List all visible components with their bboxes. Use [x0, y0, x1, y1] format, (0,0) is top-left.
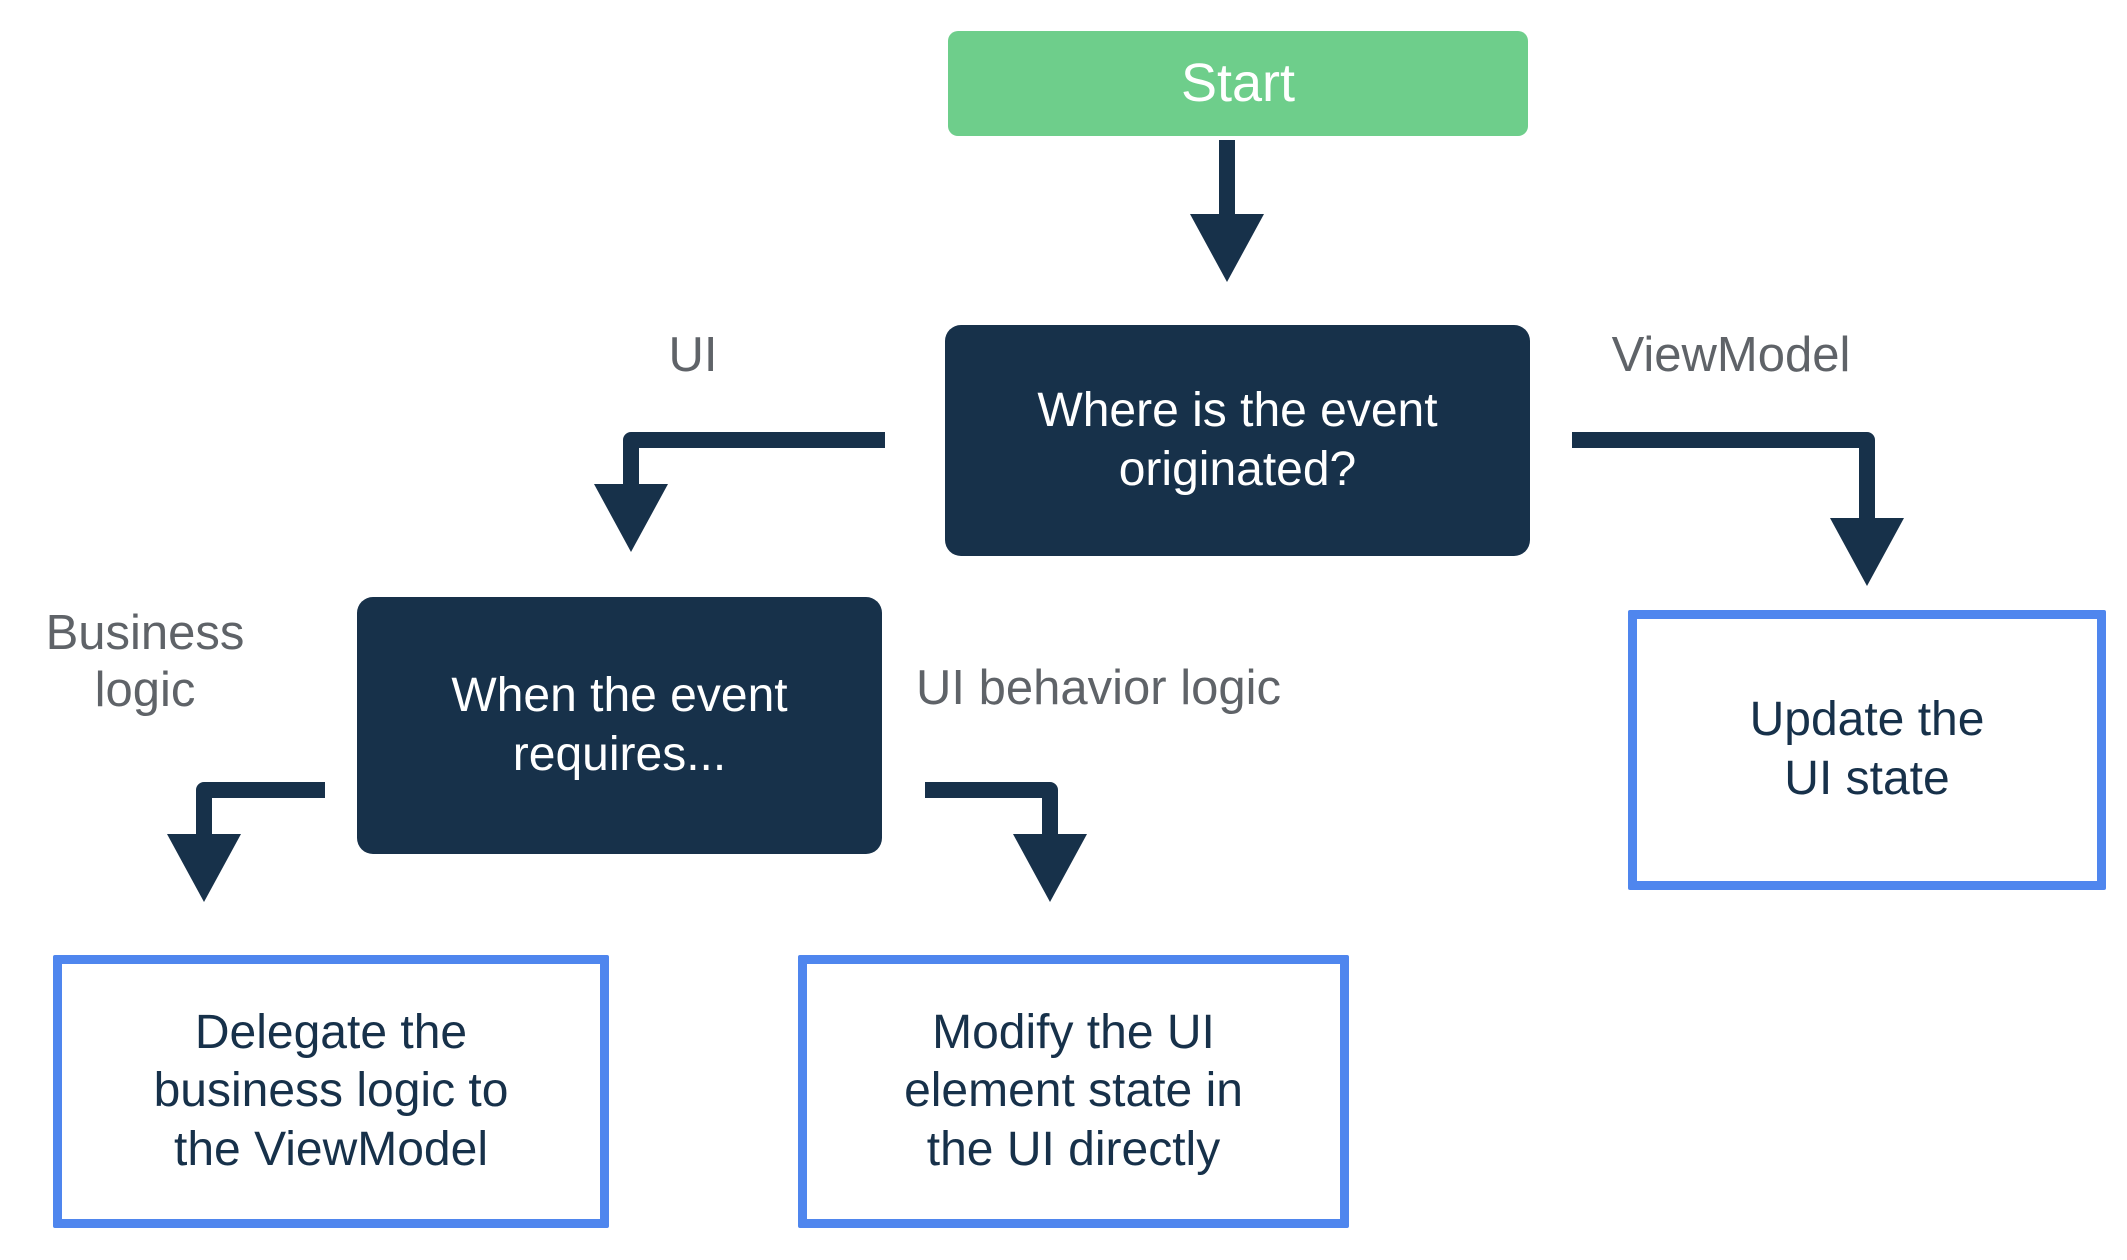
node-origin-question[interactable]: Where is the event originated? — [945, 325, 1530, 556]
node-modify-ui-element[interactable]: Modify the UI element state in the UI di… — [798, 955, 1349, 1228]
node-update-ui-state[interactable]: Update the UI state — [1628, 610, 2106, 890]
edge-start-to-origin-question — [1190, 140, 1264, 282]
edge-origin-question-to-update-ui-state — [1572, 432, 1904, 586]
edge-origin-question-to-event-requires — [594, 432, 885, 552]
node-event-requires-label: When the event requires... — [451, 668, 788, 781]
edge-label-ui: UI — [668, 328, 718, 382]
node-delegate-viewmodel[interactable]: Delegate the business logic to the ViewM… — [53, 955, 609, 1228]
edge-label-business-logic: Business logic — [45, 606, 245, 717]
node-update-ui-state-label: Update the UI state — [1749, 693, 1985, 805]
edge-label-viewmodel: ViewModel — [1611, 328, 1851, 382]
edge-label-ui-behavior-logic: UI behavior logic — [916, 661, 1281, 715]
node-origin-question-label: Where is the event originated? — [1037, 383, 1438, 496]
node-event-requires[interactable]: When the event requires... — [357, 597, 882, 854]
edge-event-requires-to-modify-ui-element — [925, 782, 1087, 902]
edge-event-requires-to-delegate-viewmodel — [167, 782, 325, 902]
node-modify-ui-element-label: Modify the UI element state in the UI di… — [904, 1005, 1243, 1176]
node-start-label: Start — [1180, 52, 1296, 113]
node-start[interactable]: Start — [948, 31, 1528, 136]
node-delegate-viewmodel-label: Delegate the business logic to the ViewM… — [153, 1005, 509, 1176]
